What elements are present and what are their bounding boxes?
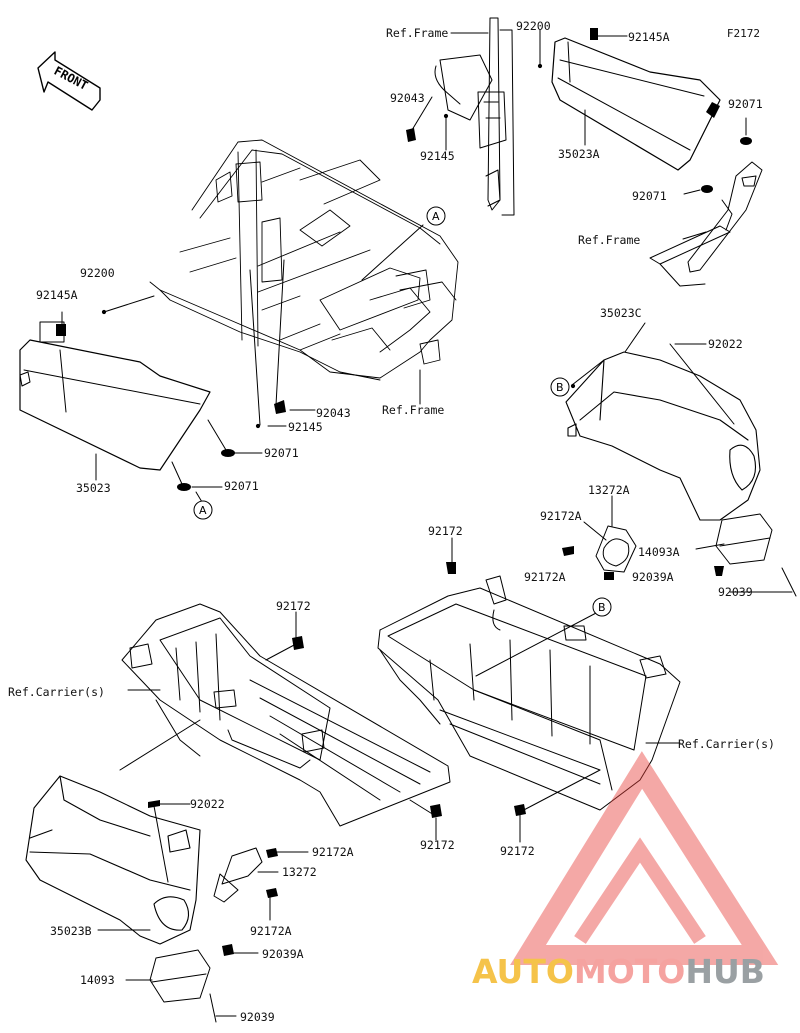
part-92172a-right-2[interactable]: 92172A	[524, 570, 566, 584]
part-92145a-top[interactable]: 92145A	[628, 30, 670, 44]
frame-bracket-top	[434, 17, 515, 216]
part-13272[interactable]: 13272	[282, 865, 317, 879]
part-92071-top-right[interactable]: 92071	[728, 97, 763, 111]
part-92071-mid-2[interactable]: 92071	[224, 479, 259, 493]
part-92172-top[interactable]: 92172	[428, 524, 463, 538]
part-92200-top[interactable]: 92200	[516, 19, 551, 33]
part-92022-right[interactable]: 92022	[708, 337, 743, 351]
frame-lower-right	[649, 161, 763, 287]
part-35023a[interactable]: 35023A	[558, 147, 600, 161]
frame-assembly-center	[149, 139, 459, 381]
panel-35023a	[551, 37, 721, 171]
automotohub-logo	[510, 751, 779, 965]
ref-frame-top-label: Ref.Frame	[386, 26, 449, 40]
fender-35023c	[565, 351, 761, 521]
carrier-left	[121, 603, 451, 827]
callout-b-bottom	[592, 597, 612, 617]
carrier-right	[377, 575, 681, 811]
part-92039a-left[interactable]: 92039A	[262, 947, 304, 961]
part-92043-top[interactable]: 92043	[390, 91, 425, 105]
part-92071-mid-1[interactable]: 92071	[264, 446, 299, 460]
watermark-auto: AUTO	[472, 952, 574, 991]
part-92039-left[interactable]: 92039	[240, 1010, 275, 1024]
part-92039a-right[interactable]: 92039A	[632, 570, 674, 584]
part-92145-top[interactable]: 92145	[420, 149, 455, 163]
part-35023b[interactable]: 35023B	[50, 924, 92, 938]
part-92145-mid[interactable]: 92145	[288, 420, 323, 434]
watermark-moto: MOTO	[573, 952, 686, 991]
part-13272a[interactable]: 13272A	[588, 483, 630, 497]
part-92200-left[interactable]: 92200	[80, 266, 115, 280]
shield-14093	[149, 949, 211, 1003]
part-92071-top-mid[interactable]: 92071	[632, 189, 667, 203]
part-92172a-right-1[interactable]: 92172A	[540, 509, 582, 523]
watermark-text: AUTOMOTOHUB	[472, 952, 765, 992]
part-92172-bottom-right[interactable]: 92172	[500, 844, 535, 858]
callout-a-top-label: A	[432, 210, 440, 223]
part-92043-mid[interactable]: 92043	[316, 406, 351, 420]
shield-14093a	[715, 513, 773, 565]
part-92172a-left-2[interactable]: 92172A	[250, 924, 292, 938]
bracket-13272a	[595, 525, 637, 573]
callout-b-bottom-label: B	[598, 601, 606, 614]
part-14093[interactable]: 14093	[80, 973, 115, 987]
watermark-hub: HUB	[685, 952, 765, 991]
panel-35023	[19, 321, 211, 471]
part-92145a-left[interactable]: 92145A	[36, 288, 78, 302]
callout-b-right-label: B	[556, 381, 564, 394]
figure-code: F2172	[726, 27, 760, 40]
bracket-13272	[213, 847, 263, 903]
part-14093a[interactable]: 14093A	[638, 545, 680, 559]
ref-frame-right-label: Ref.Frame	[578, 233, 641, 247]
callout-a-top	[426, 206, 446, 226]
part-92039-right[interactable]: 92039	[718, 585, 753, 599]
fender-35023b	[25, 775, 201, 945]
ref-frame-mid-label: Ref.Frame	[382, 403, 445, 417]
callout-b-right	[550, 377, 570, 397]
part-35023c[interactable]: 35023C	[600, 306, 642, 320]
part-92172-mid[interactable]: 92172	[276, 599, 311, 613]
part-92172-bottom-left[interactable]: 92172	[420, 838, 455, 852]
callout-a-bottom	[193, 500, 213, 520]
part-35023[interactable]: 35023	[76, 481, 111, 495]
part-92172a-left-1[interactable]: 92172A	[312, 845, 354, 859]
callout-a-bottom-label: A	[199, 504, 207, 517]
ref-carriers-right-label: Ref.Carrier(s)	[678, 737, 775, 751]
part-92022-left[interactable]: 92022	[190, 797, 225, 811]
ref-carriers-left-label: Ref.Carrier(s)	[8, 685, 105, 699]
front-arrow-icon: FRONT	[37, 51, 101, 111]
